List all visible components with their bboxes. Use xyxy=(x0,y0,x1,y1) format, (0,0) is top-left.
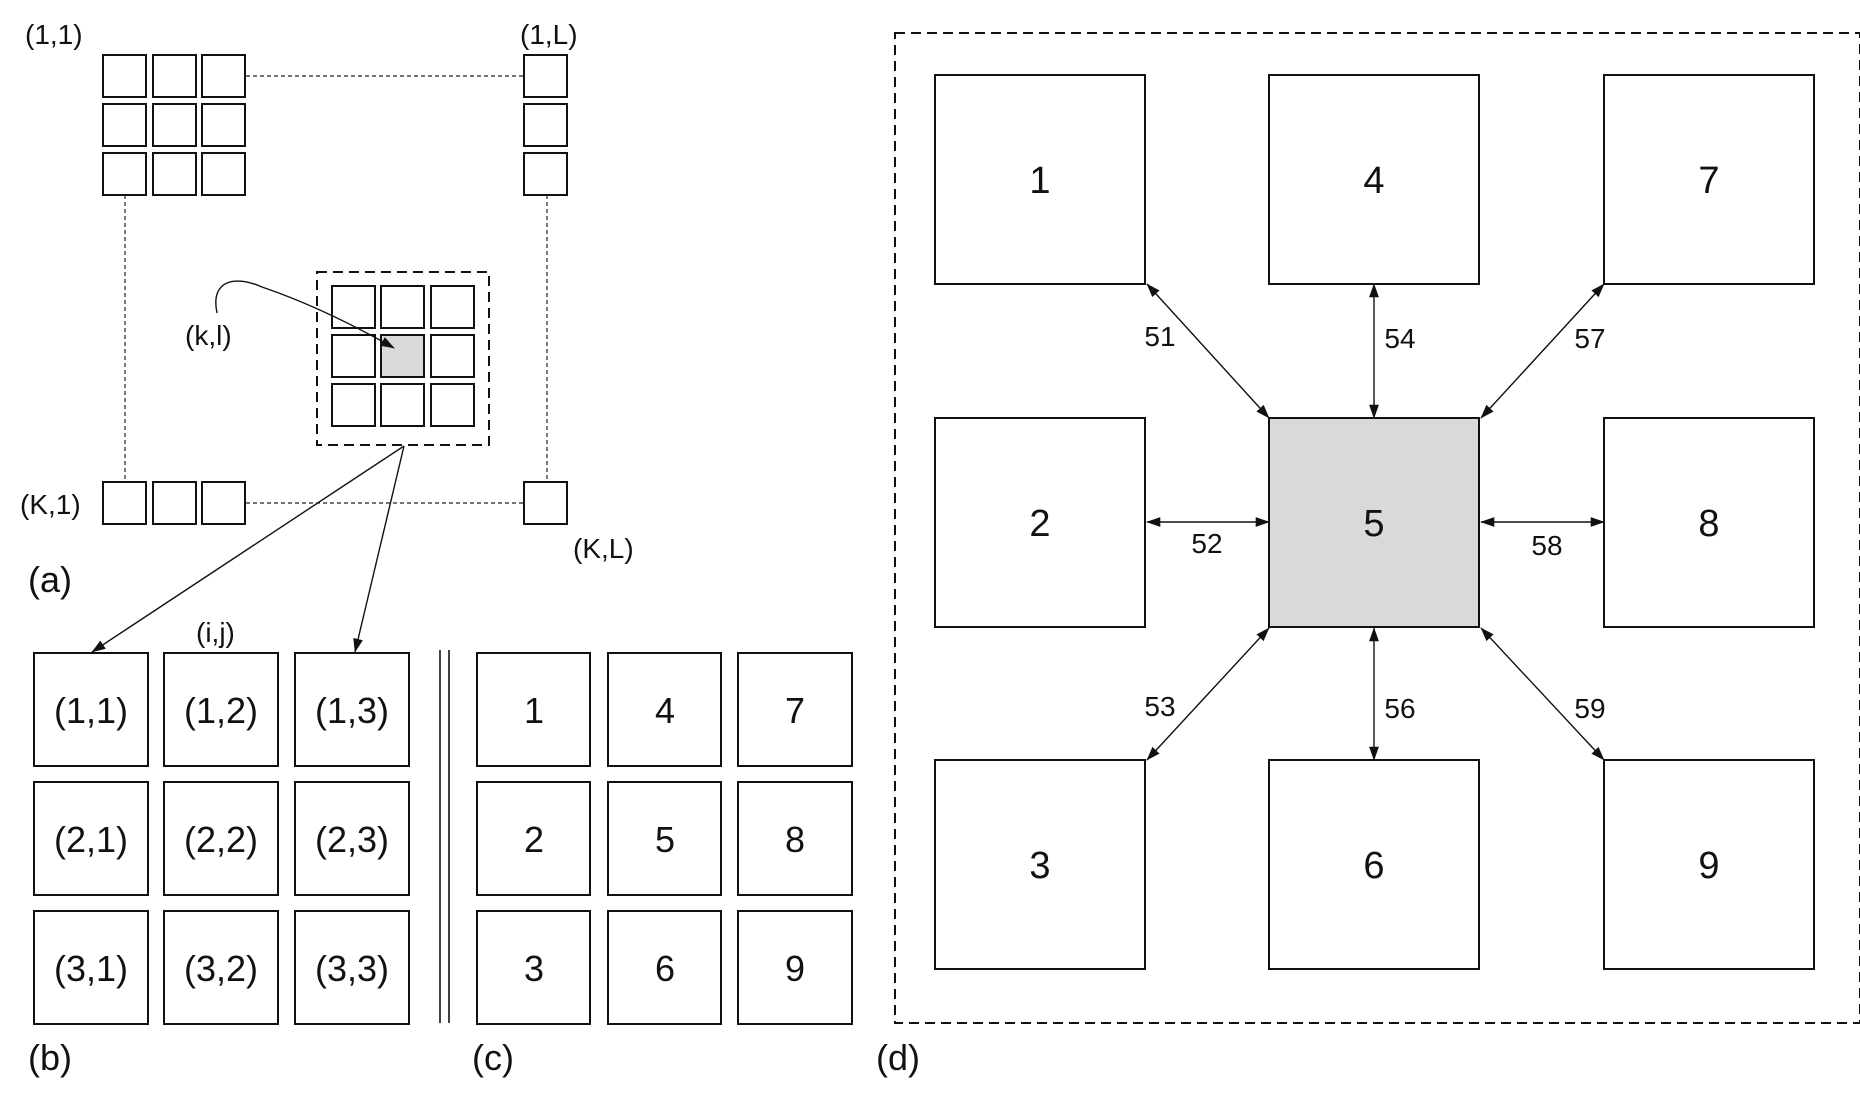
cell-b-2-1 xyxy=(33,781,149,896)
cell-b-label: (2,3) xyxy=(315,819,389,860)
cell-b-3-1 xyxy=(33,910,149,1025)
cell-b-1-3 xyxy=(294,652,410,767)
cell-b-3-2 xyxy=(163,910,279,1025)
cell-c-label: 5 xyxy=(655,819,675,860)
arrow-to-b-left xyxy=(91,445,405,653)
block-1 xyxy=(934,74,1146,285)
block-label: 8 xyxy=(1698,503,1719,545)
cell-c-label: 9 xyxy=(785,948,805,989)
link-label-58: 58 xyxy=(1531,530,1562,561)
cell-b-3-3 xyxy=(294,910,410,1025)
cell-c-label: 2 xyxy=(524,819,544,860)
block-2 xyxy=(934,417,1146,628)
panel-d-outline xyxy=(894,32,1860,1024)
cell-c xyxy=(607,652,722,767)
link-label-57: 57 xyxy=(1574,323,1605,354)
cell-c xyxy=(607,781,722,896)
cell-c-label: 7 xyxy=(785,690,805,731)
center-block-outline xyxy=(316,271,490,446)
corner-label-top-right: (1,L) xyxy=(520,19,578,50)
panel-b: (i,j) (1,1) (1,2) (1,3) (2,1) (2,2) (2,3… xyxy=(28,617,410,1078)
caption-d: (d) xyxy=(876,1037,920,1078)
block-label: 2 xyxy=(1029,503,1050,545)
link-label-54: 54 xyxy=(1384,323,1415,354)
cell-c xyxy=(737,781,853,896)
block-6 xyxy=(1268,759,1480,970)
cell-c-label: 1 xyxy=(524,690,544,731)
cell-b-2-2 xyxy=(163,781,279,896)
link-label-53: 53 xyxy=(1144,691,1175,722)
arrow-to-b-right xyxy=(353,445,405,653)
grid-top-left xyxy=(102,54,246,196)
cell-c xyxy=(476,910,591,1025)
panel-c: 1 4 7 2 5 8 3 6 9 (c) xyxy=(472,652,853,1078)
block-5 xyxy=(1268,417,1480,628)
cell-b-1-2 xyxy=(163,652,279,767)
caption-a: (a) xyxy=(28,559,72,600)
cell-c-label: 4 xyxy=(655,690,675,731)
cell-c xyxy=(737,652,853,767)
corner-label-bottom-right: (K,L) xyxy=(573,533,634,564)
block-label: 5 xyxy=(1363,503,1384,545)
cell-c xyxy=(476,781,591,896)
block-4 xyxy=(1268,74,1480,285)
cell-b-label: (2,1) xyxy=(54,819,128,860)
cell-c xyxy=(476,652,591,767)
block-3 xyxy=(934,759,1146,970)
link-arrow-57 xyxy=(1480,283,1605,419)
link-arrow-53 xyxy=(1146,627,1270,761)
corner-label-bottom-left: (K,1) xyxy=(20,489,81,520)
block-label: 7 xyxy=(1698,160,1719,202)
link-label-56: 56 xyxy=(1384,693,1415,724)
selected-cell xyxy=(380,334,425,378)
cell-b-2-3 xyxy=(294,781,410,896)
cell-b-1-1 xyxy=(33,652,149,767)
block-label: 9 xyxy=(1698,845,1719,887)
grid-bottom-left xyxy=(102,481,246,525)
cell-b-label: (1,3) xyxy=(315,690,389,731)
link-arrow-51 xyxy=(1146,283,1270,419)
panel-a: (1,1) (1,L) (K,1) (K,L) (k,l) (a) xyxy=(20,19,634,653)
grid-bottom-right xyxy=(523,481,568,525)
pointer-label-kl: (k,l) xyxy=(185,320,232,351)
panel-d: 1 4 7 2 5 8 3 6 9 51 54 57 52 58 53 56 5… xyxy=(876,32,1860,1078)
pointer-label-ij: (i,j) xyxy=(196,617,235,648)
center-block-grid xyxy=(331,285,475,427)
cell-b-label: (3,3) xyxy=(315,948,389,989)
cell-c-label: 6 xyxy=(655,948,675,989)
caption-c: (c) xyxy=(472,1037,514,1078)
cell-c xyxy=(737,910,853,1025)
cell-b-label: (1,1) xyxy=(54,690,128,731)
block-label: 3 xyxy=(1029,845,1050,887)
block-7 xyxy=(1603,74,1815,285)
link-label-51: 51 xyxy=(1144,321,1175,352)
block-label: 6 xyxy=(1363,845,1384,887)
cell-b-label: (2,2) xyxy=(184,819,258,860)
grid-top-right xyxy=(523,54,568,196)
cell-b-label: (3,2) xyxy=(184,948,258,989)
cell-c xyxy=(607,910,722,1025)
block-9 xyxy=(1603,759,1815,970)
link-arrow-59 xyxy=(1480,627,1605,761)
block-label: 4 xyxy=(1363,160,1384,202)
corner-label-top-left: (1,1) xyxy=(25,19,83,50)
cell-b-label: (3,1) xyxy=(54,948,128,989)
link-label-59: 59 xyxy=(1574,693,1605,724)
pointer-curve xyxy=(215,280,395,349)
cell-c-label: 3 xyxy=(524,948,544,989)
caption-b: (b) xyxy=(28,1037,72,1078)
block-label: 1 xyxy=(1029,160,1050,202)
link-label-52: 52 xyxy=(1191,528,1222,559)
cell-c-label: 8 xyxy=(785,819,805,860)
cell-b-label: (1,2) xyxy=(184,690,258,731)
